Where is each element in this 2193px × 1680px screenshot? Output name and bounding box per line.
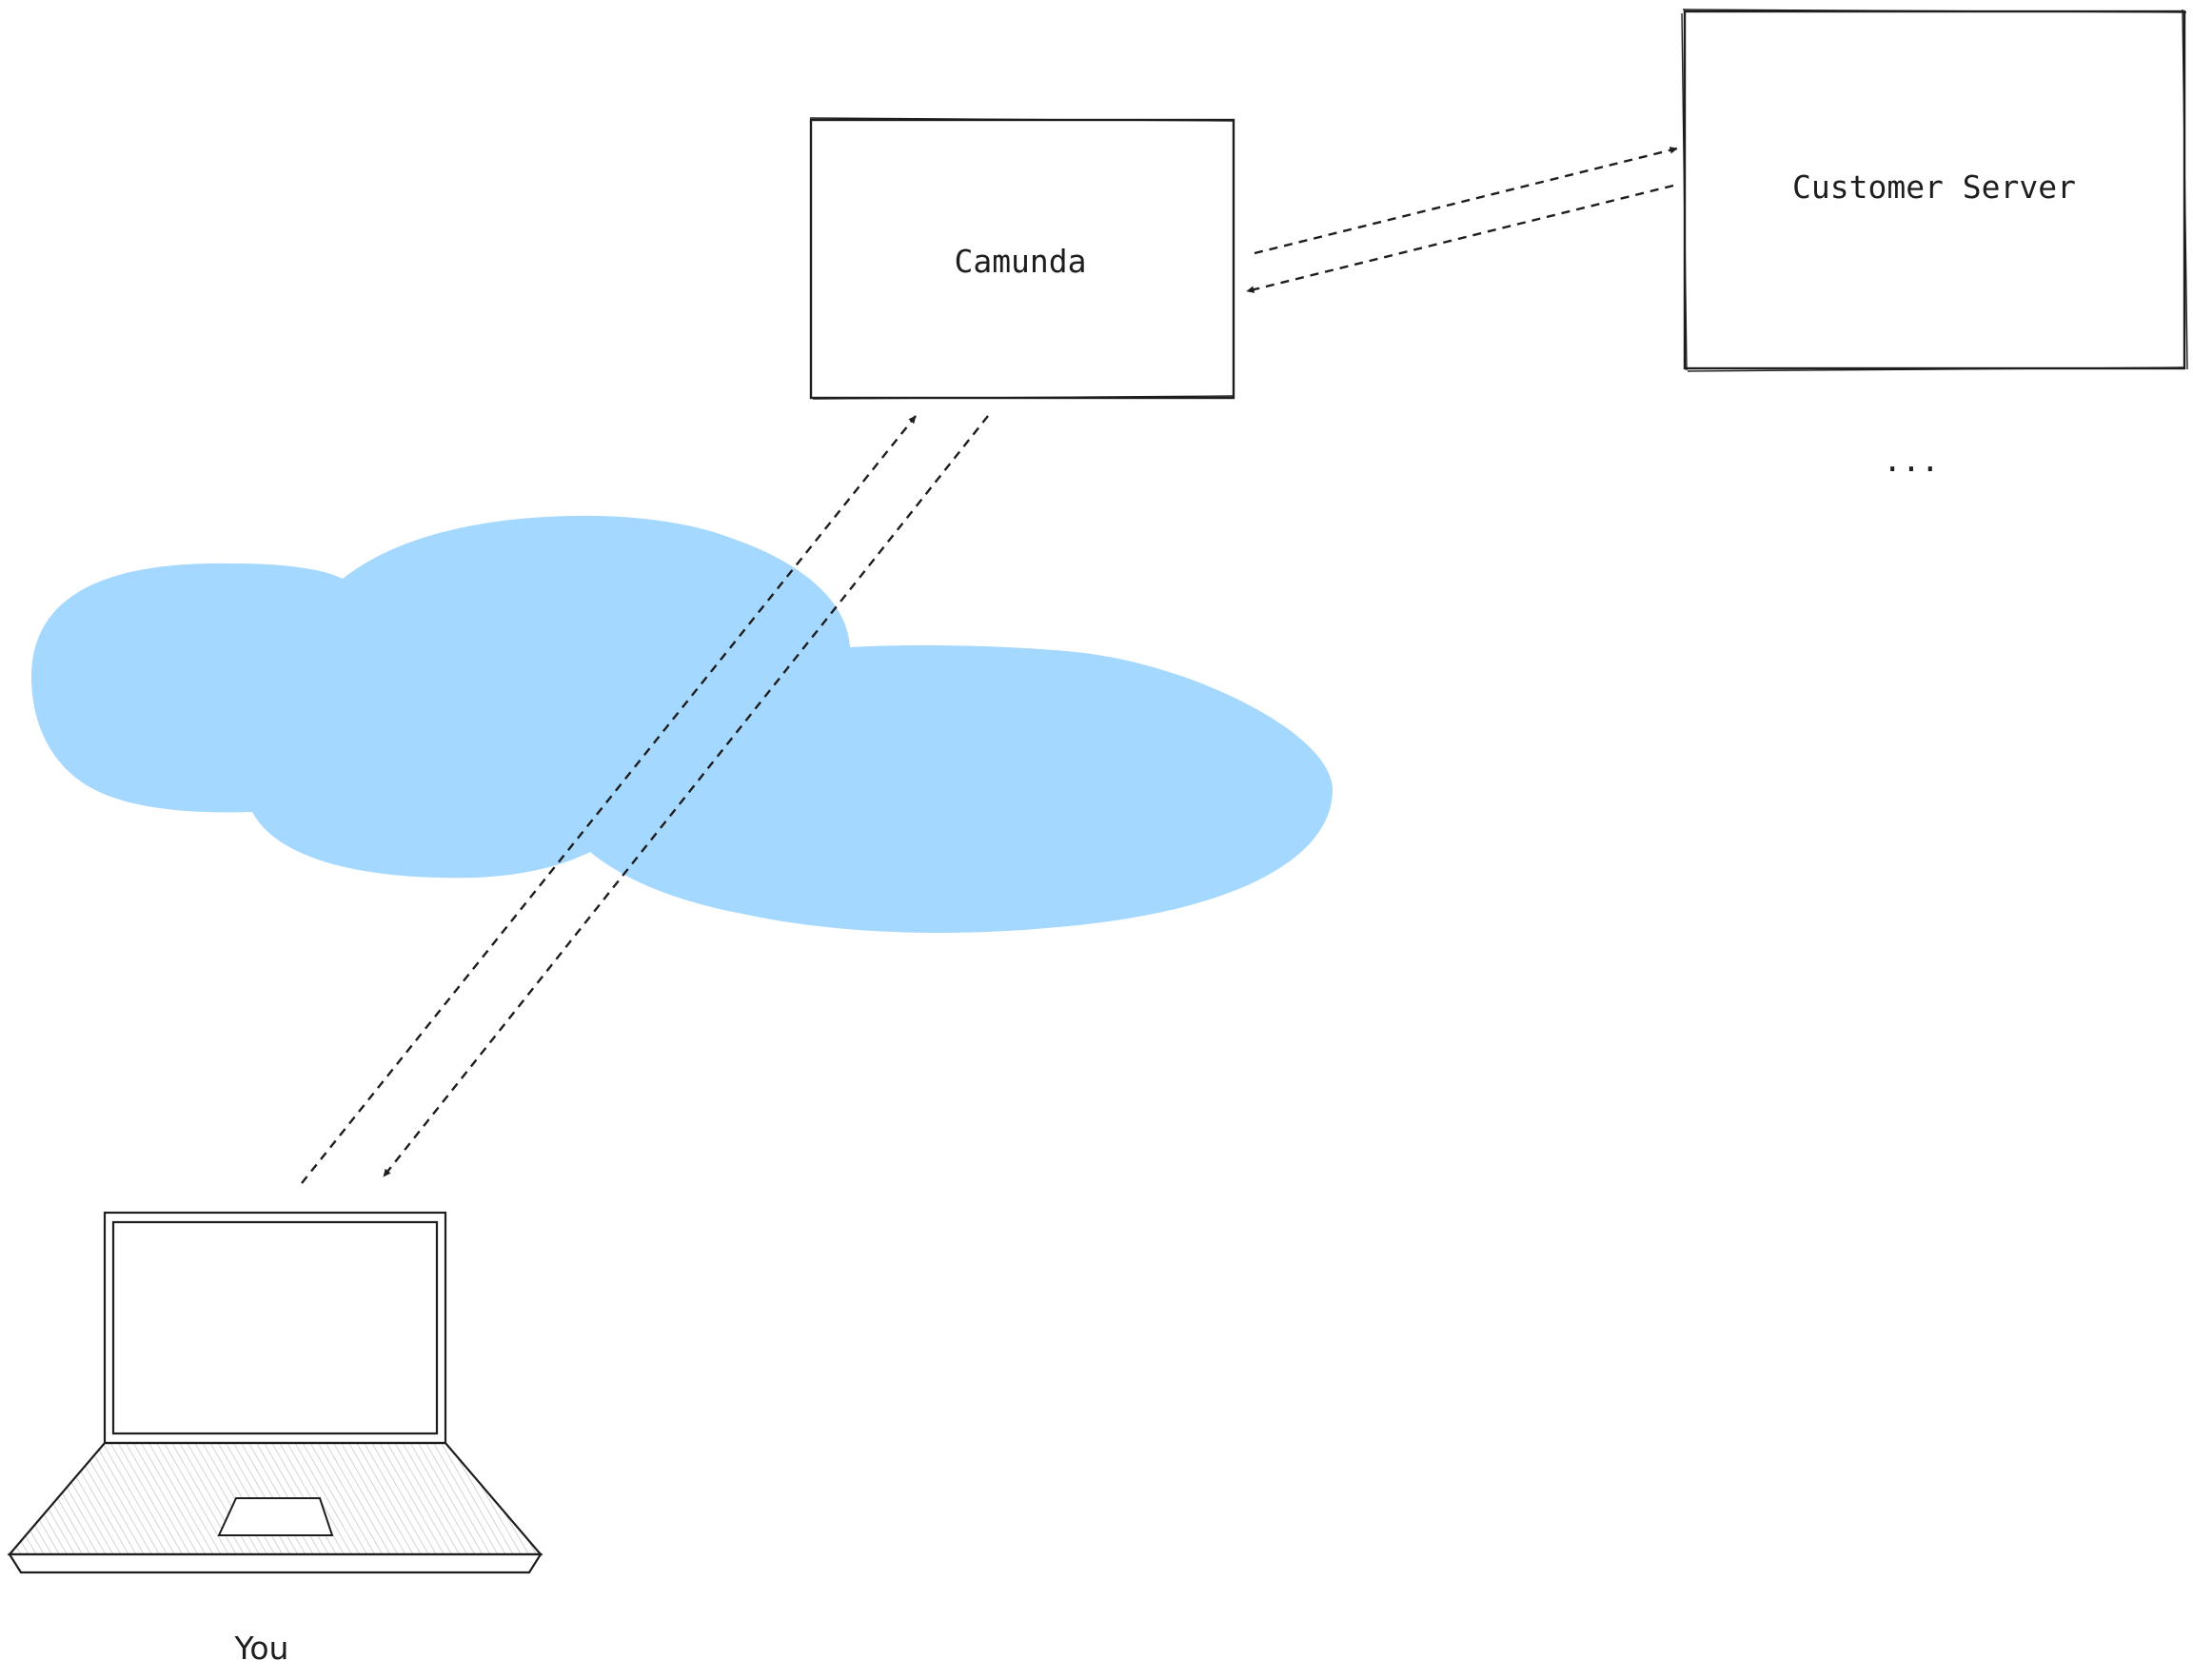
- customer-server-label: Customer Server: [1792, 168, 2076, 206]
- connector-camunda-to-customer-server: [1254, 147, 1678, 255]
- laptop-screen: [111, 1220, 439, 1435]
- camunda-box: [809, 118, 1235, 400]
- ellipsis-label: ...: [1883, 442, 1940, 479]
- camunda-node[interactable]: Camunda: [809, 117, 1235, 400]
- cloud-body: [30, 515, 1334, 933]
- laptop-lid: [103, 1211, 447, 1445]
- customer-server-box: [1683, 10, 2186, 370]
- laptop-front-lip: [8, 1552, 543, 1574]
- customer-server-box-sketch: [1681, 9, 2188, 372]
- connector-customer-server-to-camunda: [1246, 184, 1674, 293]
- laptop-icon[interactable]: [7, 1211, 543, 1574]
- laptop-touchpad: [217, 1497, 334, 1536]
- camunda-label: Camunda: [954, 243, 1086, 280]
- you-label: You: [234, 1630, 289, 1667]
- connector-you-to-camunda: [301, 415, 917, 1184]
- camunda-box-sketch: [809, 117, 1235, 400]
- connector-camunda-to-you: [383, 415, 989, 1177]
- cloud-shape: [30, 515, 1334, 933]
- customer-server-node[interactable]: Customer Server: [1681, 9, 2188, 372]
